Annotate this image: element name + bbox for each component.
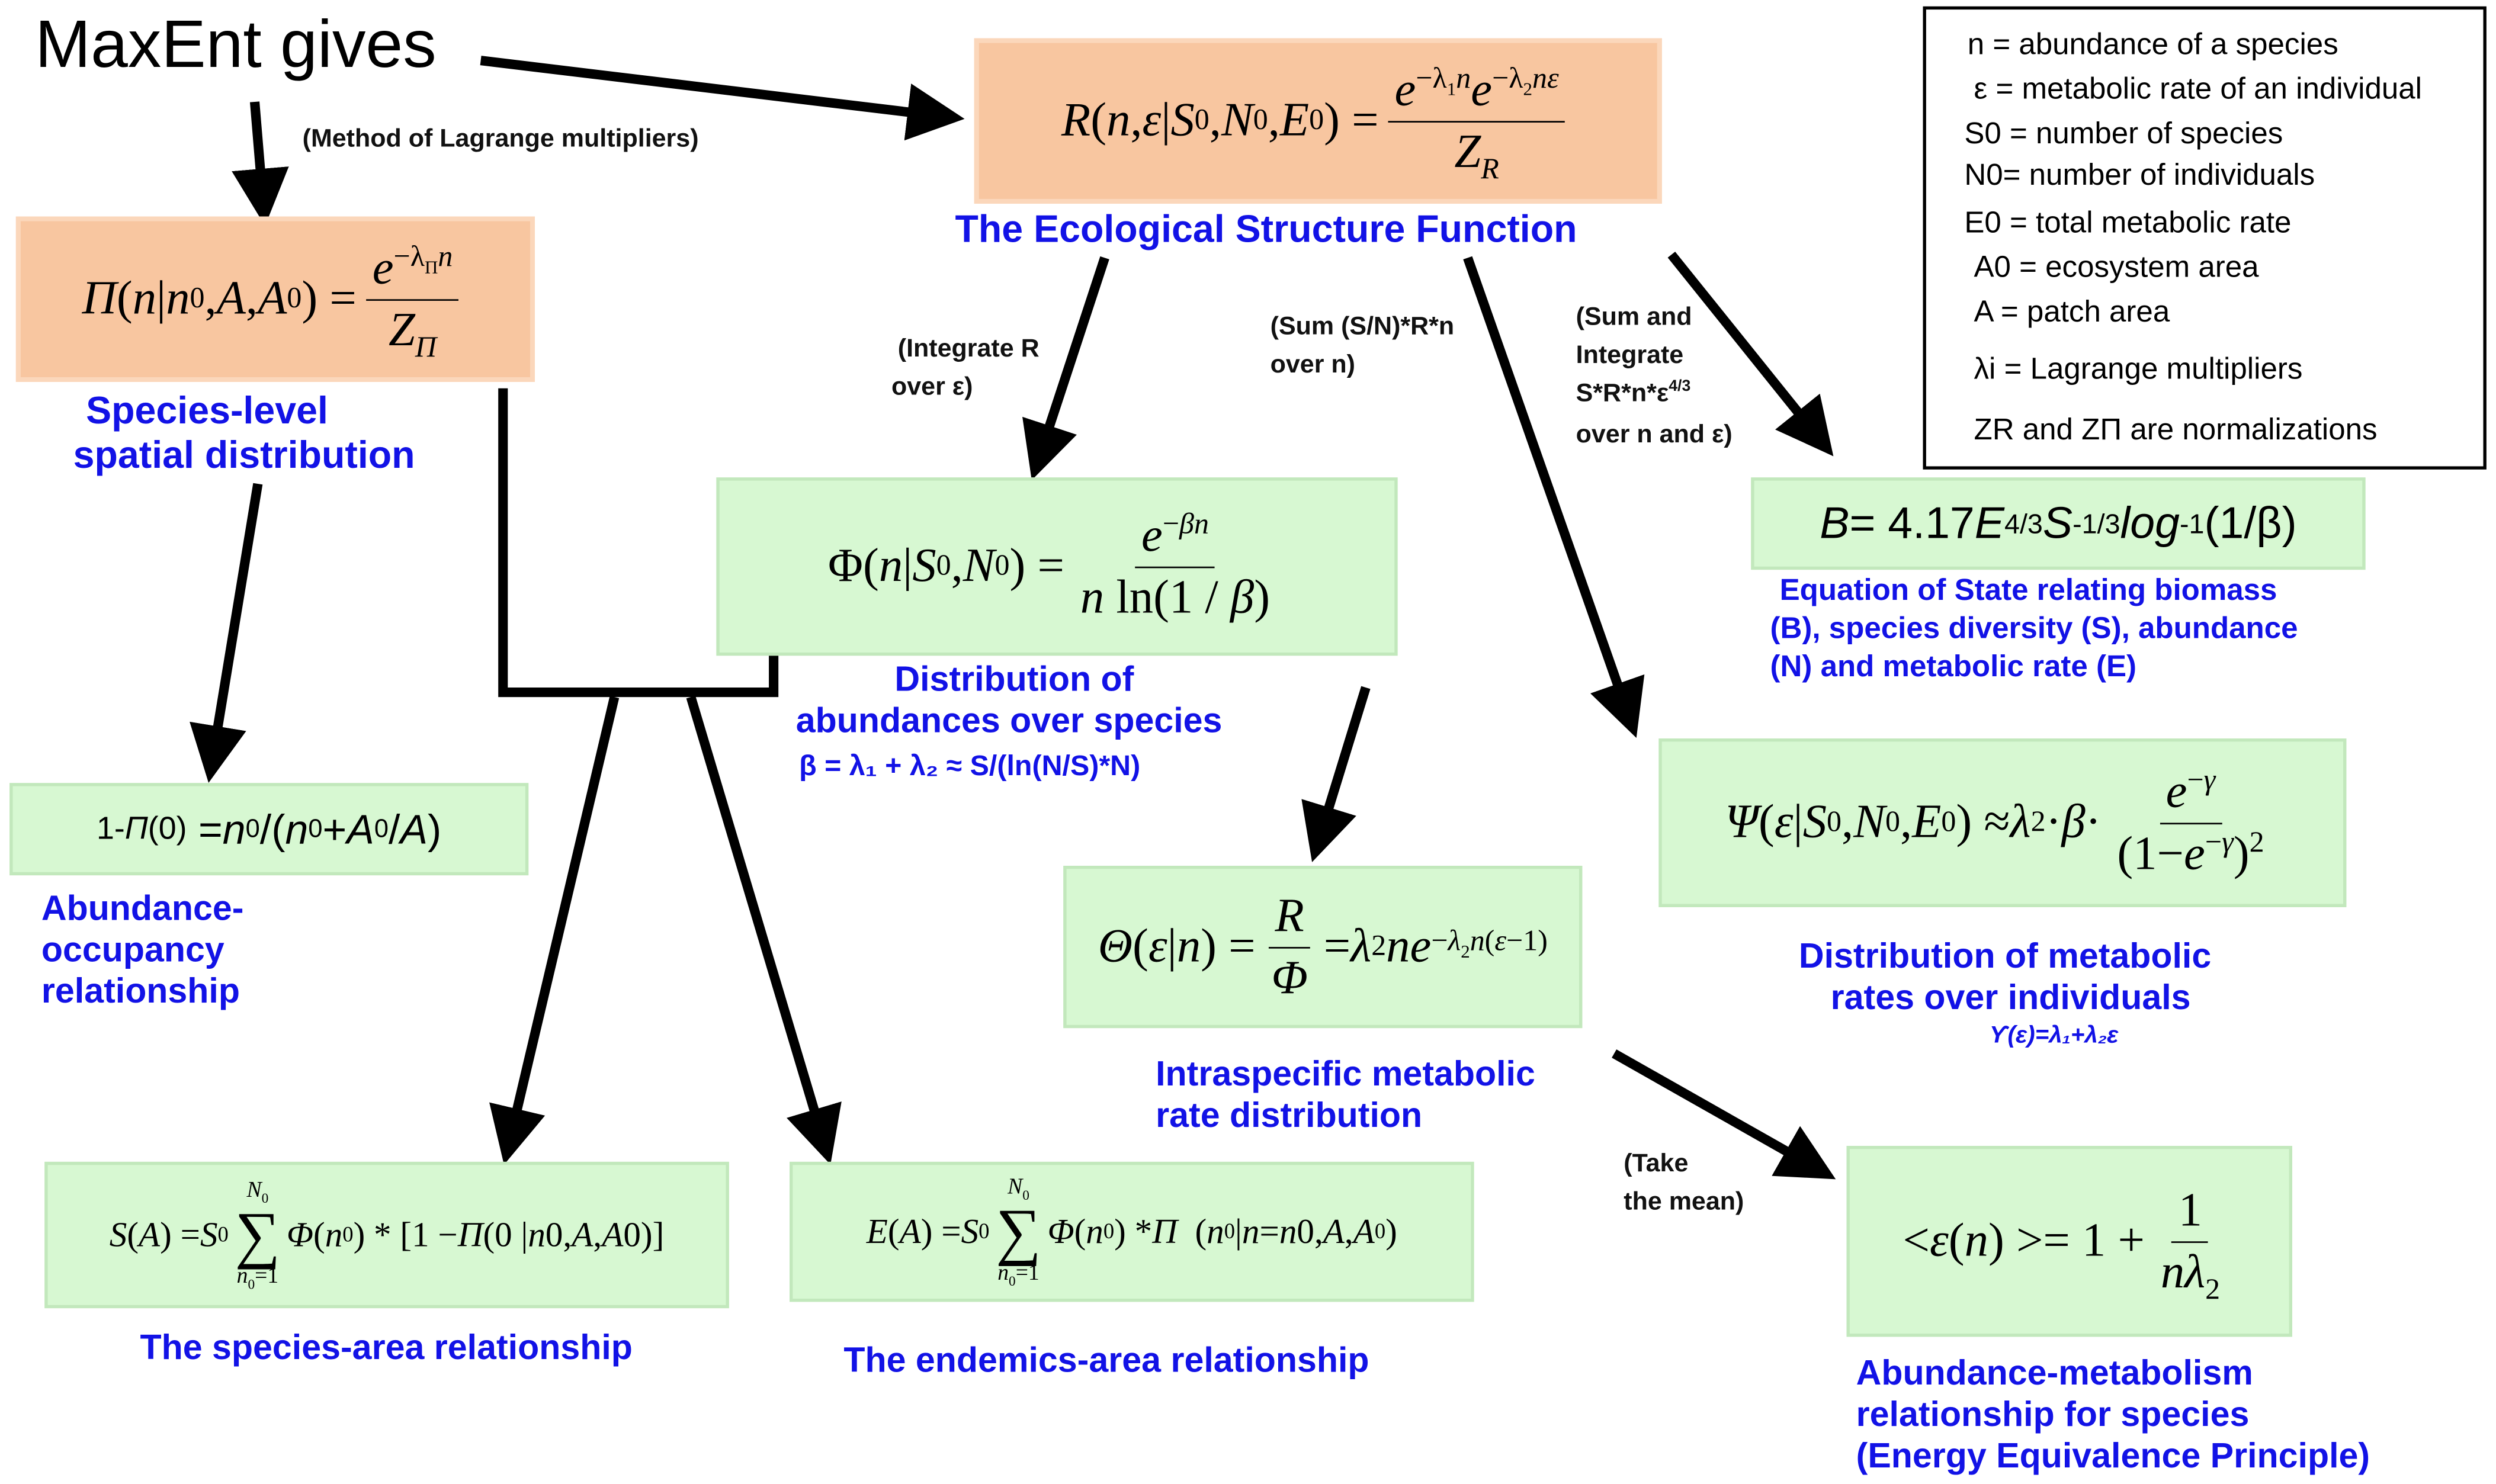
- legend-box: n = abundance of a species ε = metabolic…: [1923, 6, 2487, 470]
- label-metab-dist-2: rates over individuals: [1830, 977, 2191, 1017]
- arrow-theta-to-mean: [1612, 1049, 1836, 1180]
- label-eos-3: (N) and metabolic rate (E): [1770, 651, 2137, 685]
- legend-item-5: A0 = ecosystem area: [1974, 251, 2259, 285]
- label-species-level-1: Species-level: [86, 390, 328, 433]
- note-sum-integrate-1: (Sum and: [1576, 304, 1692, 331]
- note-sum-integrate-4: over n and ε): [1576, 422, 1733, 449]
- label-occupancy-3: relationship: [41, 971, 240, 1011]
- arrow-r-to-psi: [1463, 256, 1645, 738]
- arrow-bracket-to-sar: [489, 696, 620, 1165]
- label-eep-1: Abundance-metabolism: [1856, 1353, 2253, 1393]
- arrow-maxent-to-r: [480, 56, 965, 141]
- note-sum-sn-1: (Sum (S/N)*R*n: [1270, 313, 1455, 341]
- label-sar: The species-area relationship: [140, 1327, 633, 1367]
- arrow-bracket-to-ear: [686, 695, 842, 1165]
- label-occupancy-1: Abundance-: [41, 888, 244, 928]
- label-metab-dist-1: Distribution of metabolic: [1798, 936, 2212, 976]
- label-species-level-2: spatial distribution: [73, 434, 415, 478]
- note-lagrange: (Method of Lagrange multipliers): [302, 126, 699, 153]
- label-intra-1: Intraspecific metabolic: [1156, 1053, 1535, 1094]
- arrow-pi-to-occupancy: [190, 483, 263, 783]
- note-sum-integrate-3-text: S*R*n*ε: [1576, 380, 1669, 407]
- note-sum-integrate-3-sup: 4/3: [1669, 378, 1691, 396]
- summation-ear: N0∑n0=1: [996, 1176, 1041, 1289]
- legend-item-7: λi = Lagrange multipliers: [1974, 353, 2303, 387]
- note-integrate-r-1: (Integrate R: [897, 336, 1040, 363]
- label-abund-dist-2: abundances over species: [795, 700, 1223, 740]
- connector-bracket: [498, 388, 779, 698]
- arrow-phi-to-theta: [1301, 686, 1371, 862]
- summation-sar: N0∑n0=1: [235, 1179, 281, 1292]
- note-integrate-r-2: over ε): [891, 374, 973, 401]
- legend-item-2: S0 = number of species: [1964, 117, 2283, 152]
- arrow-r-to-eos: [1667, 251, 1834, 457]
- legend-item-6: A = patch area: [1974, 295, 2170, 330]
- label-eos-2: (B), species diversity (S), abundance: [1770, 612, 2298, 647]
- legend-item-4: E0 = total metabolic rate: [1964, 207, 2292, 240]
- legend-item-8: ZR and ZΠ are normalizations: [1974, 413, 2378, 448]
- legend-item-0: n = abundance of a species: [1967, 28, 2338, 62]
- diagram-title: MaxEnt gives: [35, 6, 437, 82]
- label-metab-dist-3: ϒ(ε)=λ₁+λ₂ε: [1990, 1022, 2119, 1049]
- arrow-r-to-phi: [1022, 256, 1109, 480]
- note-sum-sn-2: over n): [1270, 351, 1355, 379]
- note-take-mean-1: (Take: [1624, 1151, 1689, 1178]
- note-sum-integrate-2: Integrate: [1576, 342, 1684, 370]
- label-abund-dist-1: Distribution of: [894, 659, 1134, 699]
- note-sum-integrate-3: S*R*n*ε4/3: [1576, 375, 1691, 414]
- label-eos-1: Equation of State relating biomass: [1779, 574, 2277, 608]
- label-ear: The endemics-area relationship: [843, 1340, 1369, 1380]
- label-esf: The Ecological Structure Function: [955, 208, 1577, 252]
- legend-item-3: N0= number of individuals: [1964, 159, 2315, 193]
- arrow-maxent-to-pi: [232, 101, 289, 226]
- label-occupancy-2: occupancy: [41, 929, 224, 969]
- note-take-mean-2: the mean): [1624, 1189, 1744, 1216]
- label-eep-3: (Energy Equivalence Principle): [1856, 1435, 2370, 1476]
- label-abund-dist-3: β = λ₁ + λ₂ ≈ S/(ln(N/S)*N): [799, 749, 1141, 782]
- label-intra-2: rate distribution: [1156, 1095, 1423, 1135]
- label-eep-2: relationship for species: [1856, 1394, 2250, 1434]
- legend-item-1: ε = metabolic rate of an individual: [1974, 73, 2423, 107]
